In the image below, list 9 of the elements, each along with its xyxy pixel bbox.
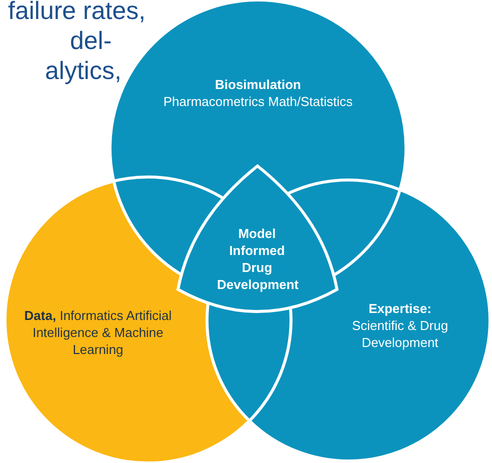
slide-text: alytics, [45,56,122,86]
circle-heading: Expertise: [368,300,432,317]
slide-text: failure rates, [8,0,146,26]
circle-text: Model Informed Drug Development [217,225,297,293]
circle-text: Data, Informatics Artificial Intelligence & Machine Learning [23,307,173,358]
circle-text: Scientific & Drug Development [350,317,450,351]
slide-text: del- [70,26,113,56]
circle-heading: Biosimulation [215,76,301,93]
circle-text: Pharmacometrics Math/Statistics [163,93,353,110]
